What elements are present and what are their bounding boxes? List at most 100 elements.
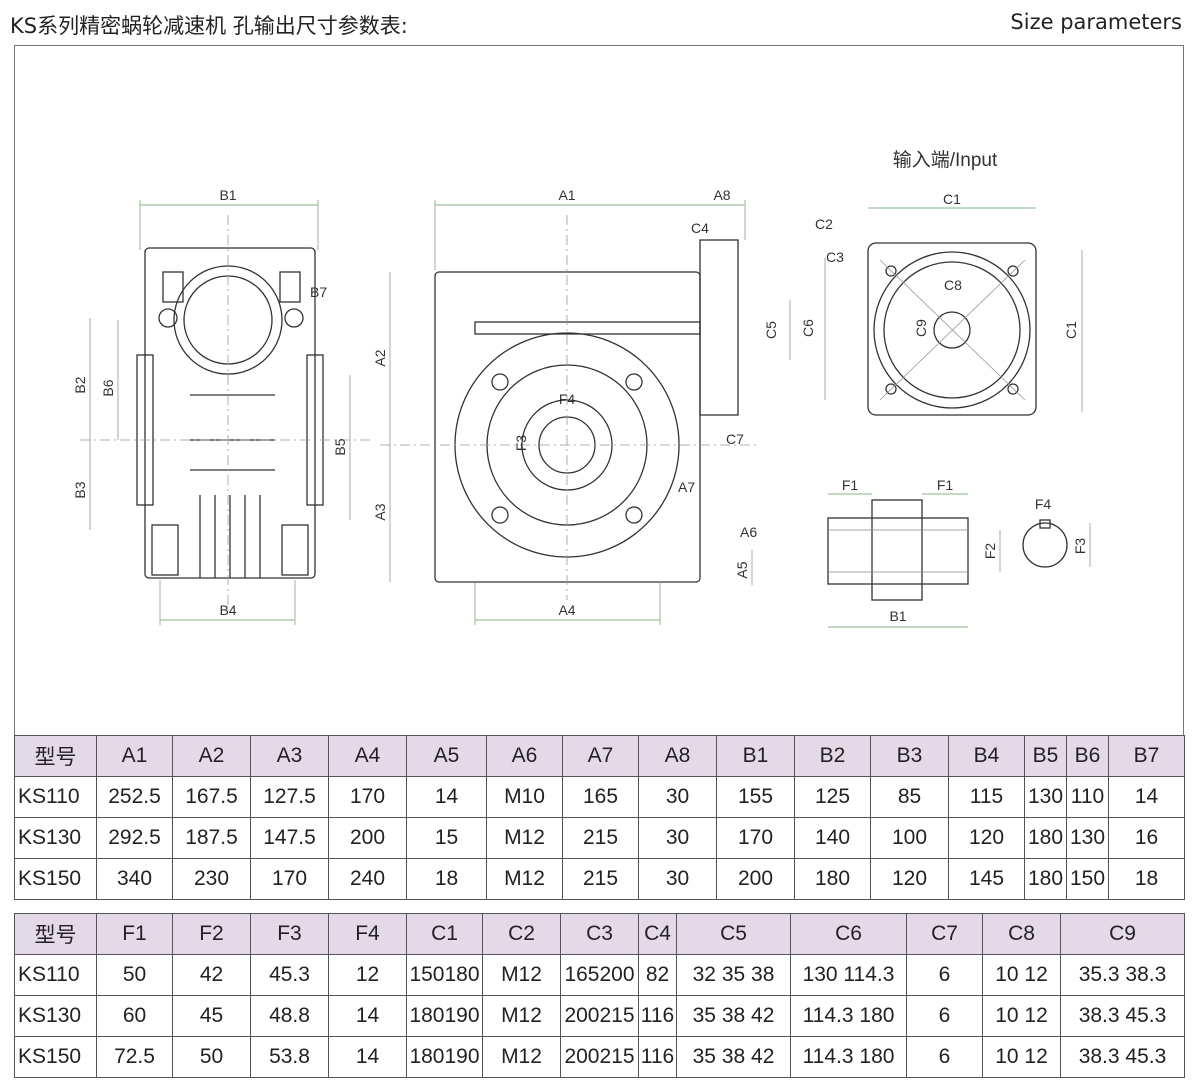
table-cell: 18 (1108, 858, 1185, 900)
input-dimension-lines (868, 207, 1083, 412)
table-cell: 115 (948, 776, 1025, 818)
table-cell: 114.3 180 (790, 1036, 907, 1078)
table-cell: 50 (96, 954, 173, 996)
dim-c1-top: C1 (943, 191, 961, 207)
header-cell: C6 (790, 913, 907, 955)
table-cell: 145 (948, 858, 1025, 900)
input-pcd-circle (883, 261, 1021, 399)
side-left-flange (136, 354, 154, 506)
table-cell: 38.3 45.3 (1060, 1036, 1185, 1078)
dim-c9: C9 (913, 319, 929, 337)
front-bolt (491, 373, 509, 391)
table-cell: 15 (406, 817, 487, 859)
side-dimension-lines (89, 200, 351, 625)
table-row: KS150 72.5 50 53.8 14 180190 M12 200215 … (14, 1036, 1185, 1078)
input-flange-circle (873, 251, 1031, 409)
table-row: KS130 292.5 187.5 147.5 200 15 M12 215 3… (14, 817, 1185, 859)
table-cell: 16 (1108, 817, 1185, 859)
table-cell: KS110 (14, 776, 97, 818)
front-bolt (625, 506, 643, 524)
table-cell: 10 12 (982, 1036, 1061, 1078)
dim-c2: C2 (815, 216, 833, 232)
table-cell: 6 (906, 995, 983, 1037)
table-cell: 120 (948, 817, 1025, 859)
table-cell: 48.8 (250, 995, 329, 1037)
front-bolt (625, 373, 643, 391)
header-cell: C8 (982, 913, 1061, 955)
shaft-section (827, 493, 1091, 628)
dim-f2: F2 (982, 543, 998, 560)
dim-b1: B1 (219, 187, 236, 203)
header-cell: B3 (870, 735, 949, 777)
table-cell: 167.5 (172, 776, 251, 818)
dim-f3-section: F3 (1072, 538, 1088, 555)
table-cell: 35 38 42 (676, 1036, 791, 1078)
table-cell: 180190 (406, 1036, 483, 1078)
dim-f4: F4 (559, 391, 576, 407)
table-row: KS130 60 45 48.8 14 180190 M12 200215 11… (14, 995, 1185, 1037)
table-cell: 200 (716, 858, 795, 900)
header-cell: F2 (172, 913, 251, 955)
input-flange-square (867, 242, 1037, 416)
header-cell: B7 (1108, 735, 1185, 777)
table-cell: 35.3 38.3 (1060, 954, 1185, 996)
side-right-flange (306, 354, 324, 506)
table-cell: 45.3 (250, 954, 329, 996)
dim-b5: B5 (332, 438, 348, 455)
dim-a5: A5 (734, 561, 750, 578)
front-bolt (491, 506, 509, 524)
header-cell: F4 (328, 913, 407, 955)
table-row: KS150 340 230 170 240 18 M12 215 30 200 … (14, 858, 1185, 900)
table-cell: 30 (638, 858, 717, 900)
size-table-f-c: 型号 F1 F2 F3 F4 C1 C2 C3 C4 C5 C6 C7 C8 C… (14, 913, 1185, 1078)
table-cell: 116 (638, 995, 677, 1037)
table-cell: 125 (794, 776, 871, 818)
table-cell: 10 12 (982, 954, 1061, 996)
table-row: KS110 252.5 167.5 127.5 170 14 M10 165 3… (14, 776, 1185, 818)
table-cell: 150 (1066, 858, 1109, 900)
input-bolt (885, 383, 897, 395)
table-cell: 200215 (560, 1036, 639, 1078)
dim-b2: B2 (72, 376, 88, 393)
dim-a7: A7 (678, 479, 695, 495)
table-cell: KS150 (14, 1036, 97, 1078)
table-row: KS110 50 42 45.3 12 150180 M12 165200 82… (14, 954, 1185, 996)
table-cell: 30 (638, 817, 717, 859)
header-cell: C4 (638, 913, 677, 955)
table-cell: KS110 (14, 954, 97, 996)
side-foot-left (151, 524, 179, 576)
header-cell: F1 (96, 913, 173, 955)
header-cell: B6 (1066, 735, 1109, 777)
front-view (380, 200, 826, 625)
table-cell: 155 (716, 776, 795, 818)
header-cell: B2 (794, 735, 871, 777)
table-cell: M12 (482, 1036, 561, 1078)
dim-a3: A3 (372, 503, 388, 520)
dim-a2: A2 (372, 349, 388, 366)
table-cell: 12 (328, 954, 407, 996)
input-view (867, 207, 1083, 416)
page-title: KS系列精密蜗轮减速机 孔输出尺寸参数表: (10, 14, 408, 38)
table-cell: M12 (486, 858, 563, 900)
table-cell: 215 (562, 817, 639, 859)
dim-f1-left: F1 (842, 477, 859, 493)
table-cell: 150180 (406, 954, 483, 996)
header-cell: B5 (1024, 735, 1067, 777)
table-cell: 200215 (560, 995, 639, 1037)
dim-b7: B7 (310, 284, 327, 300)
header-cell: A7 (562, 735, 639, 777)
header-cell: A8 (638, 735, 717, 777)
dim-b6: B6 (100, 379, 116, 396)
table-cell: KS150 (14, 858, 97, 900)
dim-c6: C6 (800, 319, 816, 337)
dim-a4: A4 (558, 602, 575, 618)
table-header-row: 型号 F1 F2 F3 F4 C1 C2 C3 C4 C5 C6 C7 C8 C… (14, 913, 1185, 955)
table-cell: 30 (638, 776, 717, 818)
table-cell: 170 (250, 858, 329, 900)
table-cell: 50 (172, 1036, 251, 1078)
input-bolt (1007, 265, 1019, 277)
table-cell: 200 (328, 817, 407, 859)
header-cell: A5 (406, 735, 487, 777)
header-cell: C9 (1060, 913, 1185, 955)
dim-c4: C4 (691, 220, 709, 236)
